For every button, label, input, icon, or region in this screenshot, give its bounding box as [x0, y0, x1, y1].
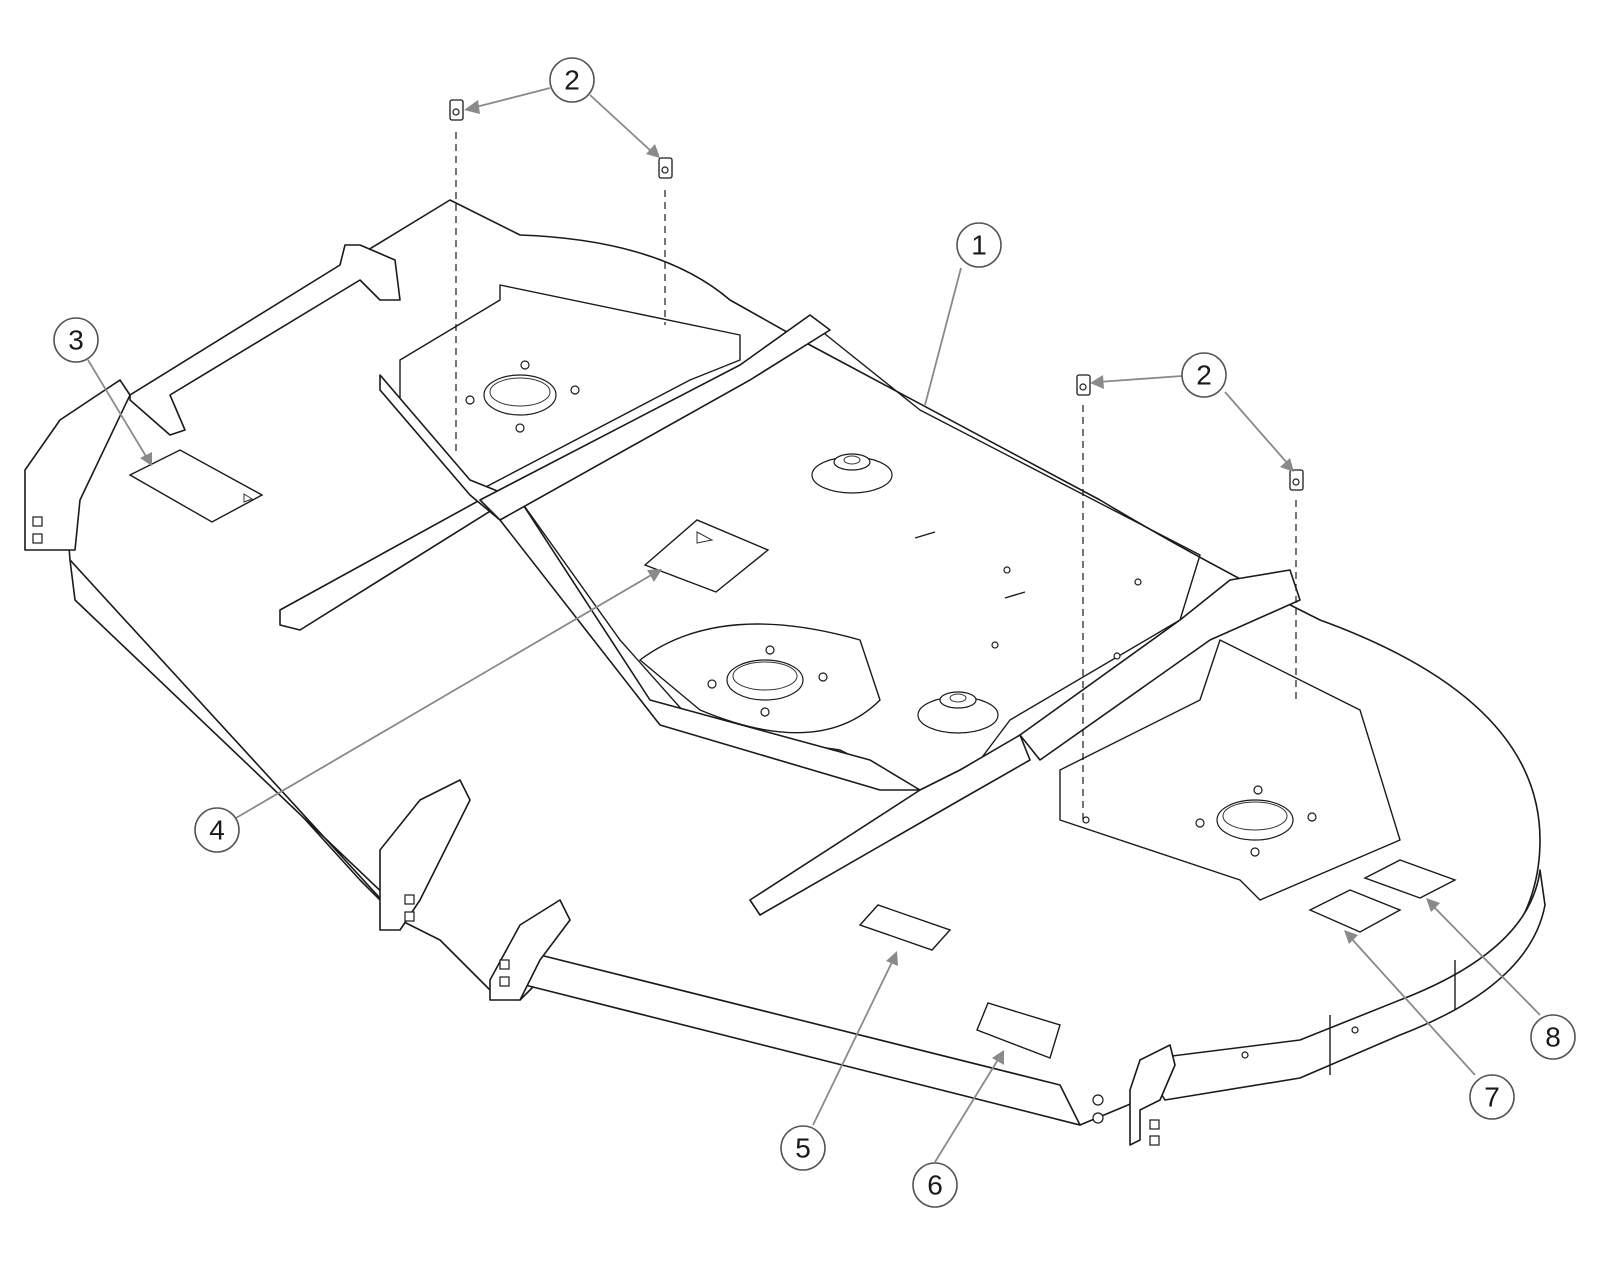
- callout-2-lower: 2: [1181, 352, 1227, 398]
- callout-label: 3: [68, 325, 84, 356]
- leader-2d: [1224, 391, 1289, 465]
- callout-label: 5: [795, 1133, 811, 1164]
- small-hole: [1113, 652, 1121, 660]
- mount-hole: [404, 894, 415, 905]
- rear-crossbar: [479, 314, 831, 521]
- decal-8: [1363, 859, 1457, 899]
- deck-skirt-right: [1139, 869, 1546, 1101]
- top-panel-right: [1059, 639, 1401, 901]
- callout-5: 5: [780, 1125, 826, 1171]
- decals: [128, 449, 1457, 1059]
- spindle-left: [465, 360, 580, 433]
- leader-lines: [87, 87, 1541, 1163]
- callout-label: 2: [564, 65, 580, 96]
- left-rail: [129, 244, 401, 436]
- leader-7: [1349, 936, 1476, 1076]
- mower-deck: [24, 199, 1546, 1146]
- nut-lower-right: [1289, 469, 1304, 700]
- small-hole: [1082, 816, 1090, 824]
- leader-2c: [1097, 375, 1183, 383]
- decal-3: [128, 449, 264, 523]
- mount-hole: [32, 533, 43, 544]
- mount-hole: [1149, 1135, 1160, 1146]
- leader-1: [924, 267, 962, 406]
- mount-hole: [404, 911, 415, 922]
- right-crossbar: [1019, 569, 1301, 761]
- leader-2a: [471, 87, 551, 109]
- nut-upper-right: [658, 157, 673, 325]
- mount-hole: [32, 516, 43, 527]
- callout-label: 1: [971, 230, 987, 261]
- mount-hole: [499, 959, 510, 970]
- callout-3: 3: [53, 317, 99, 363]
- leader-8: [1431, 904, 1541, 1016]
- decal-7: [1308, 889, 1402, 933]
- slot: [1004, 591, 1026, 599]
- mount-hole: [1092, 1112, 1104, 1124]
- leader-6: [934, 1057, 1000, 1163]
- decal-4: [643, 519, 770, 593]
- small-hole: [991, 641, 999, 649]
- small-hole: [1134, 578, 1142, 586]
- mount-hole: [1149, 1119, 1160, 1130]
- front-crossbar: [749, 734, 1031, 916]
- callout-1: 1: [956, 222, 1002, 268]
- nut-lower-left: [1076, 374, 1091, 820]
- front-mid-bracket: [489, 899, 571, 1001]
- left-end-plate: [24, 379, 131, 551]
- decal-6: [976, 1002, 1061, 1059]
- small-hole: [1351, 1026, 1359, 1034]
- nut-upper-left: [449, 99, 464, 455]
- front-left-bracket: [379, 779, 471, 931]
- leader-4: [235, 573, 654, 819]
- leader-3: [87, 359, 148, 459]
- right-end-plate: [1129, 1044, 1176, 1146]
- spindle-right: [1195, 785, 1317, 857]
- leader-5: [812, 959, 894, 1126]
- idler-pulley-lower: [917, 691, 999, 734]
- decal-5: [858, 904, 952, 951]
- nuts: [449, 99, 1304, 820]
- slot: [914, 531, 936, 539]
- spindle-center: [639, 623, 881, 734]
- callout-6: 6: [912, 1162, 958, 1208]
- callout-label: 4: [209, 815, 225, 846]
- callout-label: 8: [1545, 1022, 1561, 1053]
- small-hole: [1003, 566, 1011, 574]
- callout-7: 7: [1469, 1074, 1515, 1120]
- callout-4: 4: [194, 807, 240, 853]
- callout-label: 7: [1484, 1082, 1500, 1113]
- mount-hole: [499, 976, 510, 987]
- callout-8: 8: [1530, 1014, 1576, 1060]
- callout-label: 6: [927, 1170, 943, 1201]
- callout-label: 2: [1196, 360, 1212, 391]
- mount-hole: [1092, 1094, 1104, 1106]
- small-hole: [1241, 1051, 1249, 1059]
- callout-2-upper: 2: [549, 57, 595, 103]
- leader-2b: [589, 94, 653, 153]
- idler-pulley-upper: [811, 453, 893, 494]
